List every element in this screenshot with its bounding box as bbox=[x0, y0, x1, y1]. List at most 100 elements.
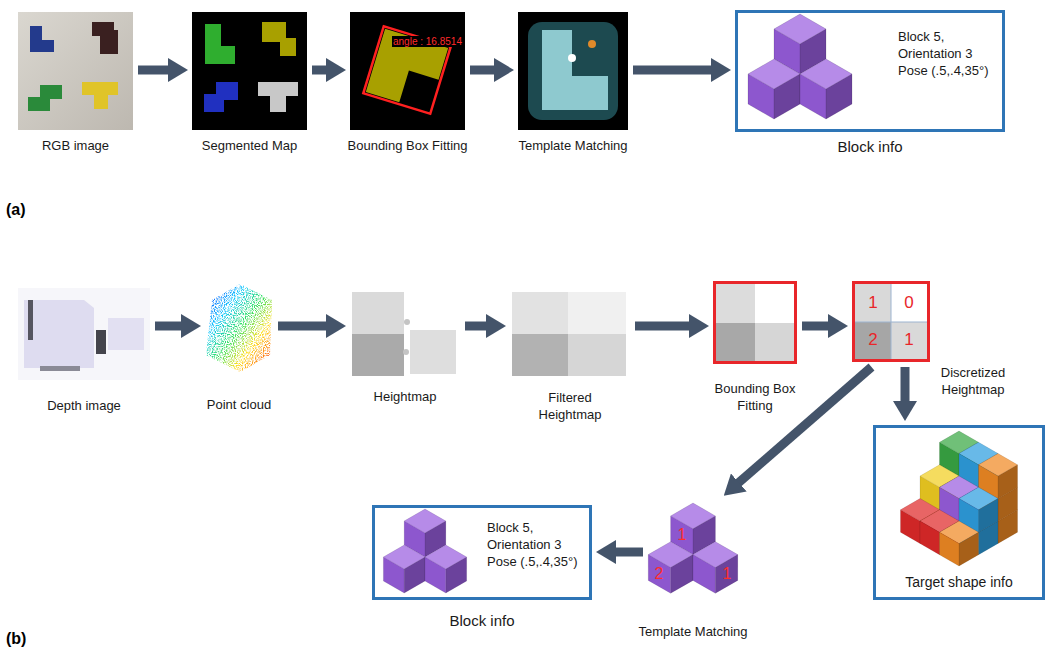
noise-dot bbox=[404, 319, 410, 325]
panel-label: (b) bbox=[6, 630, 26, 648]
flow-arrow bbox=[802, 322, 829, 331]
yellow-block bbox=[94, 93, 108, 109]
node-caption: RGB image bbox=[42, 138, 109, 155]
template-image bbox=[518, 12, 628, 130]
yellow-segment bbox=[262, 22, 296, 56]
brown-block bbox=[100, 30, 118, 54]
node-caption: Segmented Map bbox=[202, 138, 297, 155]
image-panel: Template Matching bbox=[648, 500, 738, 600]
height-cell bbox=[568, 334, 626, 376]
block-figure bbox=[748, 14, 852, 119]
photo-ground bbox=[18, 12, 133, 130]
flow-arrow bbox=[470, 66, 495, 75]
cell-value: 0 bbox=[904, 294, 913, 313]
matched-shape bbox=[542, 30, 608, 110]
green-block bbox=[40, 85, 62, 99]
height-number: 2 bbox=[655, 565, 664, 583]
node-caption: Block info bbox=[837, 137, 902, 157]
flow-arrow bbox=[465, 322, 487, 331]
result-box: Block 5, Orientation 3 Pose (.5,.4,35°)B… bbox=[735, 10, 1005, 132]
height-cell bbox=[568, 292, 626, 334]
flow-arrow bbox=[278, 322, 327, 331]
node-caption: Discretized Heightmap bbox=[935, 365, 1011, 399]
grid-cell bbox=[855, 284, 891, 322]
flow-arrow bbox=[633, 66, 712, 75]
node-caption: Bounding Box Fitting bbox=[709, 381, 801, 415]
gray-segment bbox=[270, 96, 286, 112]
image-panel: Template Matching bbox=[518, 12, 628, 130]
flow-arrow bbox=[138, 66, 169, 75]
grid-cell bbox=[855, 322, 891, 359]
point-cloud bbox=[206, 284, 272, 372]
node-caption: Depth image bbox=[47, 398, 121, 415]
image-panel: Filtered Heightmap bbox=[510, 290, 630, 378]
height-number: 1 bbox=[723, 565, 732, 583]
image-ground bbox=[350, 12, 465, 130]
height-cell bbox=[352, 334, 404, 376]
panel-label: (a) bbox=[6, 201, 26, 219]
shadow-edge bbox=[96, 330, 106, 354]
image-panel: RGB image bbox=[18, 12, 133, 130]
filtered-heightmap bbox=[512, 292, 626, 376]
blue-block bbox=[30, 40, 54, 52]
block-figure bbox=[648, 503, 737, 593]
noise-dot bbox=[403, 349, 409, 355]
block-details: Block 5, Orientation 3 Pose (.5,.4,35°) bbox=[898, 29, 998, 80]
depth-photo bbox=[18, 288, 150, 380]
flow-arrow bbox=[312, 66, 327, 75]
node-caption: Target shape info bbox=[905, 573, 1012, 591]
result-box: Block 5, Orientation 3 Pose (.5,.4,35°)B… bbox=[372, 505, 592, 600]
gray-segment bbox=[258, 82, 298, 96]
target-box: Target shape info bbox=[873, 425, 1045, 600]
height-cell bbox=[410, 330, 456, 374]
height-cell bbox=[512, 334, 568, 376]
image-panel: Point cloud bbox=[205, 283, 273, 373]
height-cell bbox=[755, 284, 794, 323]
grid-cell bbox=[891, 322, 927, 359]
block-blob bbox=[108, 318, 144, 350]
height-cell bbox=[716, 323, 755, 361]
photo-ground bbox=[18, 288, 150, 380]
image-panel: Segmented Map bbox=[192, 12, 307, 130]
height-cell bbox=[716, 284, 755, 323]
segmented-map bbox=[192, 12, 307, 130]
cell-value: 1 bbox=[868, 294, 877, 313]
image-panel: Bounding Box Fitting bbox=[350, 12, 465, 130]
flow-arrow bbox=[901, 367, 910, 402]
node-caption: Block info bbox=[449, 611, 514, 631]
node-caption: Bounding Box Fitting bbox=[348, 138, 468, 155]
block-figure bbox=[383, 509, 466, 593]
angle-readout: angle : 16.8514 bbox=[392, 36, 463, 47]
cube bbox=[940, 521, 979, 566]
height-cell bbox=[512, 292, 568, 334]
flow-arrow bbox=[635, 322, 690, 331]
flow-arrow bbox=[155, 322, 182, 331]
node-caption: Filtered Heightmap bbox=[530, 390, 610, 424]
discrete-grid bbox=[855, 284, 927, 359]
bounding-box bbox=[363, 26, 450, 113]
shadow-edge bbox=[28, 300, 33, 340]
cell-value: 2 bbox=[868, 331, 877, 350]
blue-segment bbox=[216, 82, 238, 100]
block-blob bbox=[24, 300, 94, 368]
image-panel: Bounding Box Fitting bbox=[713, 281, 797, 364]
flow-arrow bbox=[615, 548, 643, 557]
image-panel: Heightmap bbox=[350, 290, 460, 378]
green-segment bbox=[205, 24, 235, 64]
grid-panel: Discretized Heightmap bbox=[852, 281, 930, 362]
rgb-photo bbox=[18, 12, 133, 130]
template-halo bbox=[528, 22, 618, 120]
image-panel: Depth image bbox=[18, 288, 150, 380]
heightmap-image bbox=[352, 292, 456, 376]
map-ground bbox=[192, 12, 307, 130]
target-shape bbox=[901, 431, 1018, 566]
block-details: Block 5, Orientation 3 Pose (.5,.4,35°) bbox=[487, 520, 587, 571]
node-caption: Template Matching bbox=[518, 138, 627, 155]
grid-line bbox=[855, 284, 927, 359]
green-block bbox=[28, 97, 50, 111]
node-caption: Template Matching bbox=[638, 624, 747, 641]
grid-cell bbox=[891, 284, 927, 322]
image-ground bbox=[518, 12, 628, 130]
height-cell bbox=[352, 292, 404, 334]
node-caption: Point cloud bbox=[207, 397, 271, 414]
